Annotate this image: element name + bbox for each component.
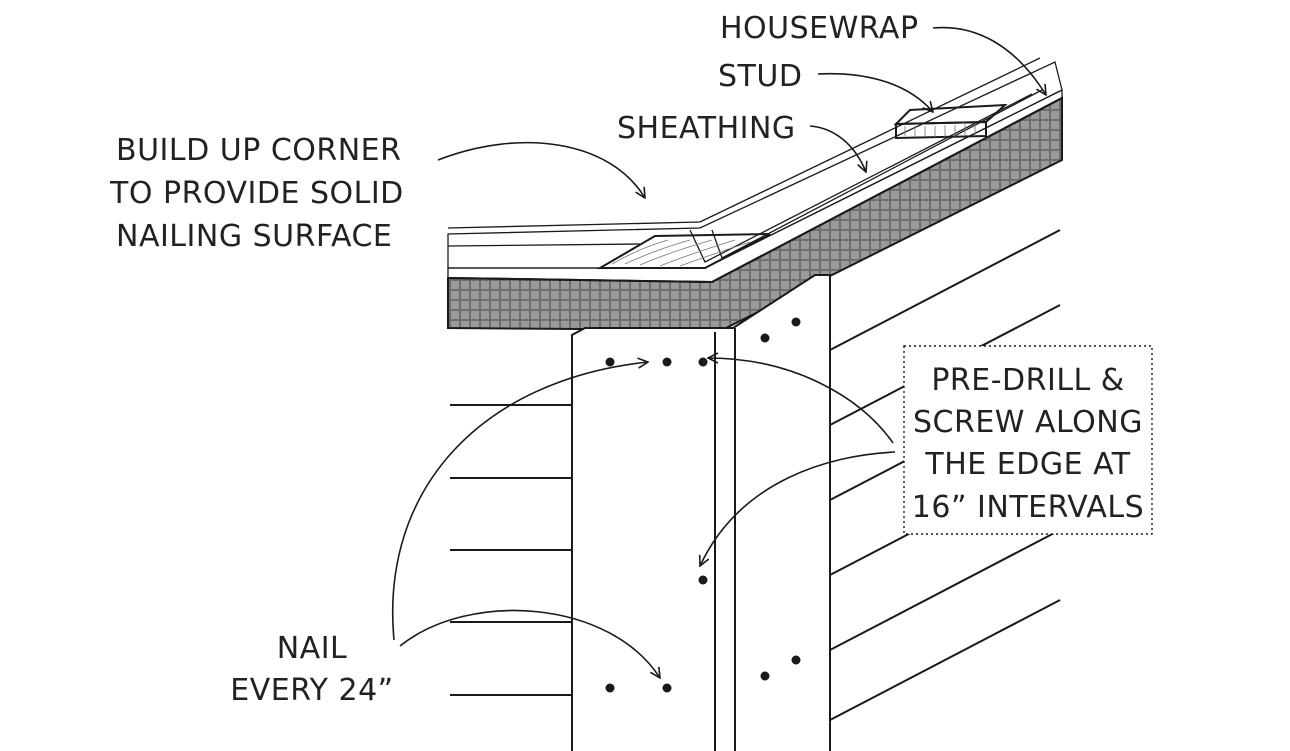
build-up-corner-arrow — [437, 141, 645, 198]
labels: HOUSEWRAP STUD SHEATHING BUILD UP CORNER… — [109, 11, 1144, 708]
nail-dot — [698, 357, 708, 367]
nail-dot — [791, 317, 801, 327]
leader-arrows — [391, 26, 1046, 678]
stud-label: STUD — [718, 59, 802, 94]
housewrap-label: HOUSEWRAP — [720, 11, 919, 46]
nail-dot — [662, 683, 672, 693]
left-siding — [450, 404, 572, 696]
pre-drill-callout-box — [903, 345, 1153, 535]
build-up-corner-line-1: BUILD UP CORNER — [116, 133, 401, 168]
nail-dot — [698, 575, 708, 585]
corner-stud-block — [596, 233, 771, 269]
nail-arrow-bottom — [399, 609, 660, 678]
nail-dot — [760, 671, 770, 681]
stud-arrow — [817, 72, 933, 112]
corner-trim-right-board — [729, 274, 831, 751]
sheathing-arrow — [809, 125, 866, 172]
pre-drill-line-1: PRE-DRILL & — [931, 363, 1124, 398]
pre-drill-arrow-top — [708, 358, 894, 444]
nail-dot — [605, 357, 615, 367]
pre-drill-line-3: THE EDGE AT — [924, 447, 1130, 482]
build-up-corner-line-3: NAILING SURFACE — [116, 219, 392, 254]
nail-line-2: EVERY 24” — [230, 673, 393, 708]
nail-holes — [605, 317, 801, 693]
nail-line-1: NAIL — [277, 631, 348, 666]
nail-arrow-top — [391, 362, 648, 641]
pre-drill-arrow-bottom — [700, 451, 896, 566]
corner-trim-front-board — [571, 327, 736, 751]
build-up-corner-line-2: TO PROVIDE SOLID — [109, 176, 404, 211]
stud-block — [893, 103, 1008, 140]
housewrap-arrow — [932, 26, 1046, 95]
sheathing-label: SHEATHING — [617, 111, 796, 146]
nail-dot — [791, 655, 801, 665]
pre-drill-line-2: SCREW ALONG — [913, 405, 1143, 440]
nail-dot — [760, 333, 770, 343]
pre-drill-line-4: 16” INTERVALS — [912, 490, 1144, 525]
nail-dot — [662, 357, 672, 367]
nail-dot — [605, 683, 615, 693]
